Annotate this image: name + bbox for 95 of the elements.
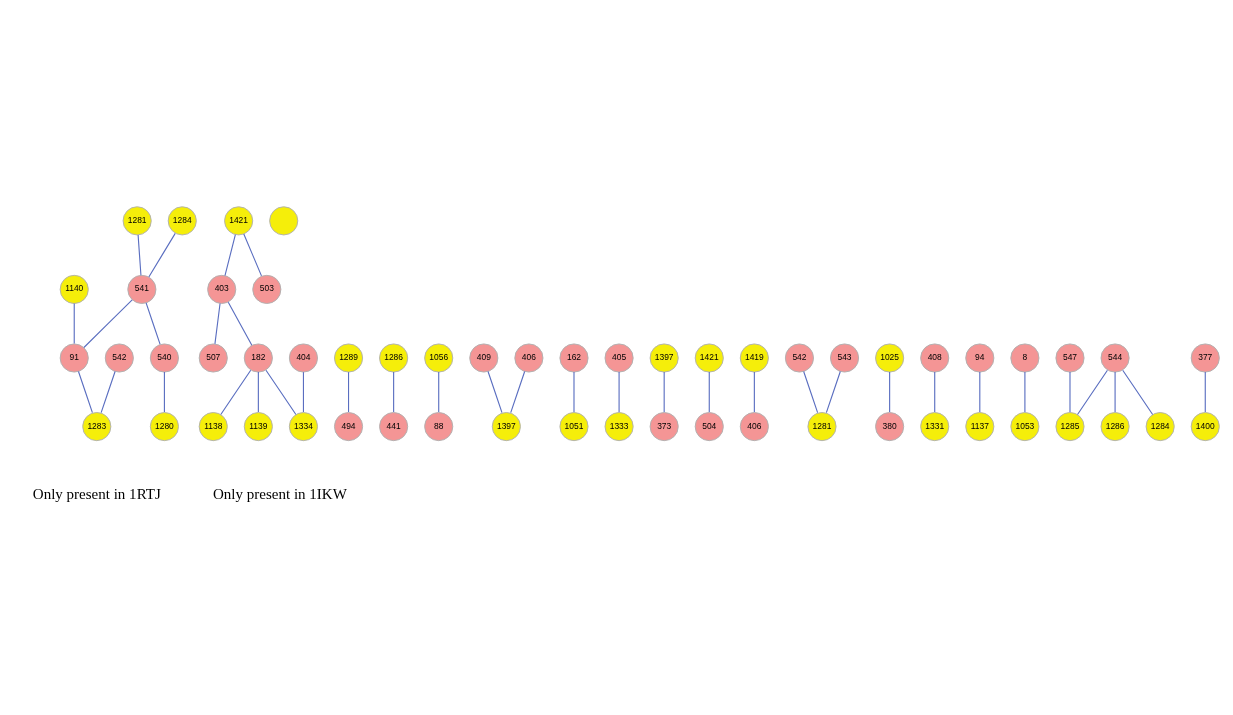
- node-circle: 162: [559, 342, 589, 373]
- connector: [663, 371, 665, 413]
- connector: [100, 370, 116, 413]
- connector: [803, 370, 819, 413]
- node-circle: 88: [424, 411, 454, 441]
- connector: [214, 302, 221, 344]
- connector: [438, 371, 440, 413]
- node-circle: 405: [604, 342, 634, 373]
- node-circle: 1397: [649, 342, 679, 373]
- node-circle: 406: [739, 411, 769, 441]
- connector: [224, 233, 236, 276]
- node-circle: 409: [469, 342, 499, 373]
- node-circle: 542: [104, 342, 134, 373]
- node-circle: 1334: [288, 411, 318, 441]
- node-circle: 1421: [694, 342, 724, 373]
- connector: [1069, 371, 1071, 413]
- connector: [257, 371, 259, 413]
- connector: [73, 302, 75, 344]
- node-circle: 1286: [379, 342, 409, 373]
- node-circle: 182: [243, 342, 273, 373]
- node-circle: 543: [830, 342, 860, 373]
- connector: [227, 301, 253, 346]
- connector: [148, 232, 176, 278]
- connector: [163, 371, 165, 413]
- node-circle: 373: [649, 411, 679, 441]
- connector: [83, 298, 133, 348]
- node-circle: 1056: [424, 342, 454, 373]
- node-circle: 1289: [333, 342, 364, 373]
- connector: [618, 371, 620, 413]
- node-circle: 1286: [1100, 411, 1130, 441]
- node-circle: 1284: [167, 205, 197, 235]
- node-circle: 1285: [1055, 411, 1085, 441]
- node-circle: 380: [875, 411, 905, 441]
- connector: [753, 371, 755, 413]
- connector: [220, 369, 252, 415]
- node-circle: 1025: [875, 342, 905, 373]
- node-circle: 1281: [807, 411, 837, 441]
- node-circle: 540: [149, 342, 179, 373]
- connector: [708, 371, 710, 413]
- node-circle: 1280: [149, 411, 179, 441]
- node-circle: 547: [1055, 342, 1085, 373]
- connector: [1076, 369, 1108, 415]
- connector: [347, 371, 350, 413]
- connector: [487, 370, 503, 413]
- connector: [979, 371, 981, 413]
- connector: [1122, 369, 1154, 415]
- node-circle: 408: [920, 342, 950, 373]
- label: Only present in 1IKW: [213, 485, 347, 502]
- node-circle: 377: [1190, 342, 1220, 373]
- connector: [1204, 371, 1206, 413]
- node-circle: 94: [965, 342, 995, 373]
- node-circle: 441: [379, 411, 409, 441]
- connector: [77, 370, 93, 413]
- node-circle: 1139: [243, 411, 273, 441]
- connector: [145, 301, 161, 345]
- node-circle: 542: [784, 342, 814, 373]
- connector: [265, 369, 297, 415]
- connector: [573, 371, 575, 413]
- connector: [934, 371, 936, 413]
- label: Only present in 1RTJ: [32, 485, 161, 502]
- connector: [510, 370, 526, 413]
- node-circle: 1051: [559, 411, 589, 441]
- node-circle: 1138: [198, 411, 228, 441]
- connector: [889, 371, 891, 413]
- connector: [302, 371, 304, 413]
- node-circle: 504: [694, 411, 724, 441]
- connector: [393, 371, 395, 413]
- node-circle: 406: [514, 342, 544, 373]
- node-circle: 1331: [920, 411, 950, 441]
- connector: [243, 232, 263, 276]
- node-circle: 403: [207, 274, 237, 304]
- node-circle: 8: [1010, 342, 1040, 373]
- connector: [825, 370, 841, 413]
- node-circle: [269, 205, 299, 235]
- node-circle: 91: [59, 342, 89, 373]
- connector: [1114, 371, 1116, 413]
- node-circle: 1140: [59, 274, 89, 304]
- connector: [1024, 371, 1026, 413]
- node-circle: 404: [288, 342, 318, 373]
- node-circle: 507: [198, 342, 228, 373]
- node-circle: 1333: [604, 411, 634, 441]
- node-circle: 1283: [82, 411, 112, 441]
- node-circle: 1421: [224, 205, 254, 235]
- node-circle: 1419: [739, 342, 769, 373]
- node-circle: 1397: [491, 411, 521, 441]
- node-circle: 494: [333, 411, 364, 441]
- node-circle: 541: [127, 274, 157, 304]
- connector: [137, 233, 142, 276]
- node-circle: 1053: [1010, 411, 1040, 441]
- node-circle: 1137: [965, 411, 995, 441]
- node-circle: 1400: [1190, 411, 1220, 441]
- node-circle: 503: [252, 274, 282, 304]
- node-circle: 1281: [122, 205, 152, 235]
- node-circle: 1284: [1145, 411, 1175, 441]
- node-circle: 544: [1100, 342, 1130, 373]
